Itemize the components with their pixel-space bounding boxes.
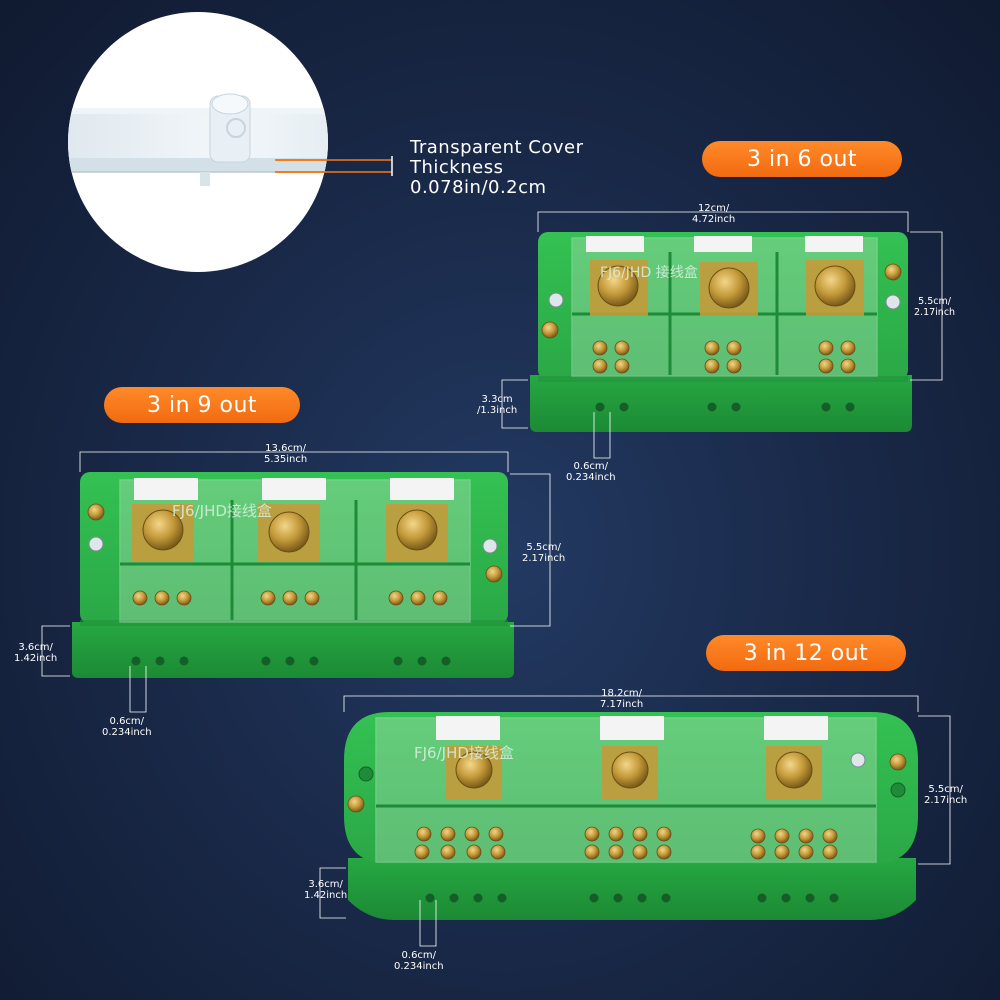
cover-label-line2: Thickness bbox=[410, 157, 504, 178]
box12-depth-dim: 3.6cm/ 1.42inch bbox=[304, 879, 347, 901]
box6-height-in: 2.17inch bbox=[914, 307, 956, 318]
box9-width-dim: 13.6cm/ 5.35inch bbox=[264, 443, 307, 465]
box12-hole-dim: 0.6cm/ 0.234inch bbox=[394, 950, 444, 972]
cover-thickness-label: Transparent Cover Thickness 0.078in/0.2c… bbox=[410, 138, 584, 198]
box12-depth-in: 1.42inch bbox=[304, 890, 348, 901]
box12-hole-cm: 0.6cm/ bbox=[401, 950, 437, 961]
box12-brand-text: FJ6/JHD接线盒 bbox=[414, 744, 514, 762]
box9-width-cm: 13.6cm/ bbox=[265, 443, 307, 454]
box9-hole-dim: 0.6cm/ 0.234inch bbox=[102, 716, 152, 738]
box12-depth-cm: 3.6cm/ bbox=[308, 879, 343, 890]
badge-3-in-9-out: 3 in 9 out bbox=[104, 387, 300, 423]
badge-3-in-12-out: 3 in 12 out bbox=[706, 635, 906, 671]
box9-depth-dim: 3.6cm/ 1.42inch bbox=[14, 642, 57, 664]
box9-width-in: 5.35inch bbox=[264, 454, 308, 465]
box6-width-in: 4.72inch bbox=[692, 214, 736, 225]
box12-hole-in: 0.234inch bbox=[394, 961, 444, 972]
box6-hole-in: 0.234inch bbox=[566, 472, 616, 483]
box12-width-cm: 18.2cm/ bbox=[601, 688, 643, 699]
box6-depth-cm: 3.3cm bbox=[481, 394, 513, 405]
junction-box-9-out bbox=[41, 451, 551, 713]
box12-height-dim: 5.5cm/ 2.17inch bbox=[924, 784, 967, 806]
box9-depth-in: 1.42inch bbox=[14, 653, 58, 664]
box9-hole-in: 0.234inch bbox=[102, 727, 152, 738]
box12-height-in: 2.17inch bbox=[924, 795, 968, 806]
cover-label-line1: Transparent Cover bbox=[410, 137, 584, 158]
box9-height-cm: 5.5cm/ bbox=[526, 542, 561, 553]
box6-brand-text: FJ6/JHD 接线盒 bbox=[600, 265, 698, 281]
cover-label-line3: 0.078in/0.2cm bbox=[410, 177, 547, 198]
box6-width-dim: 12cm/ 4.72inch bbox=[692, 203, 735, 225]
box9-height-in: 2.17inch bbox=[522, 553, 566, 564]
box12-height-cm: 5.5cm/ bbox=[928, 784, 963, 795]
box6-height-dim: 5.5cm/ 2.17inch bbox=[914, 296, 955, 318]
box9-height-dim: 5.5cm/ 2.17inch bbox=[522, 542, 565, 564]
junction-box-12-out bbox=[319, 695, 951, 947]
box12-width-dim: 18.2cm/ 7.17inch bbox=[600, 688, 643, 710]
cover-zoom-circle bbox=[68, 12, 393, 272]
box6-depth-dim: 3.3cm /1.3inch bbox=[477, 394, 517, 416]
box9-depth-cm: 3.6cm/ bbox=[18, 642, 53, 653]
box6-hole-cm: 0.6cm/ bbox=[573, 461, 609, 472]
junction-box-6-out bbox=[501, 211, 943, 459]
box6-height-cm: 5.5cm/ bbox=[918, 296, 951, 307]
box6-depth-in: /1.3inch bbox=[477, 405, 518, 416]
box6-hole-dim: 0.6cm/ 0.234inch bbox=[566, 461, 616, 483]
box9-brand-text: FJ6/JHD接线盒 bbox=[172, 502, 272, 520]
box9-hole-cm: 0.6cm/ bbox=[109, 716, 145, 727]
box12-width-in: 7.17inch bbox=[600, 699, 644, 710]
box6-width-cm: 12cm/ bbox=[697, 203, 730, 214]
badge-3-in-6-out: 3 in 6 out bbox=[702, 141, 902, 177]
